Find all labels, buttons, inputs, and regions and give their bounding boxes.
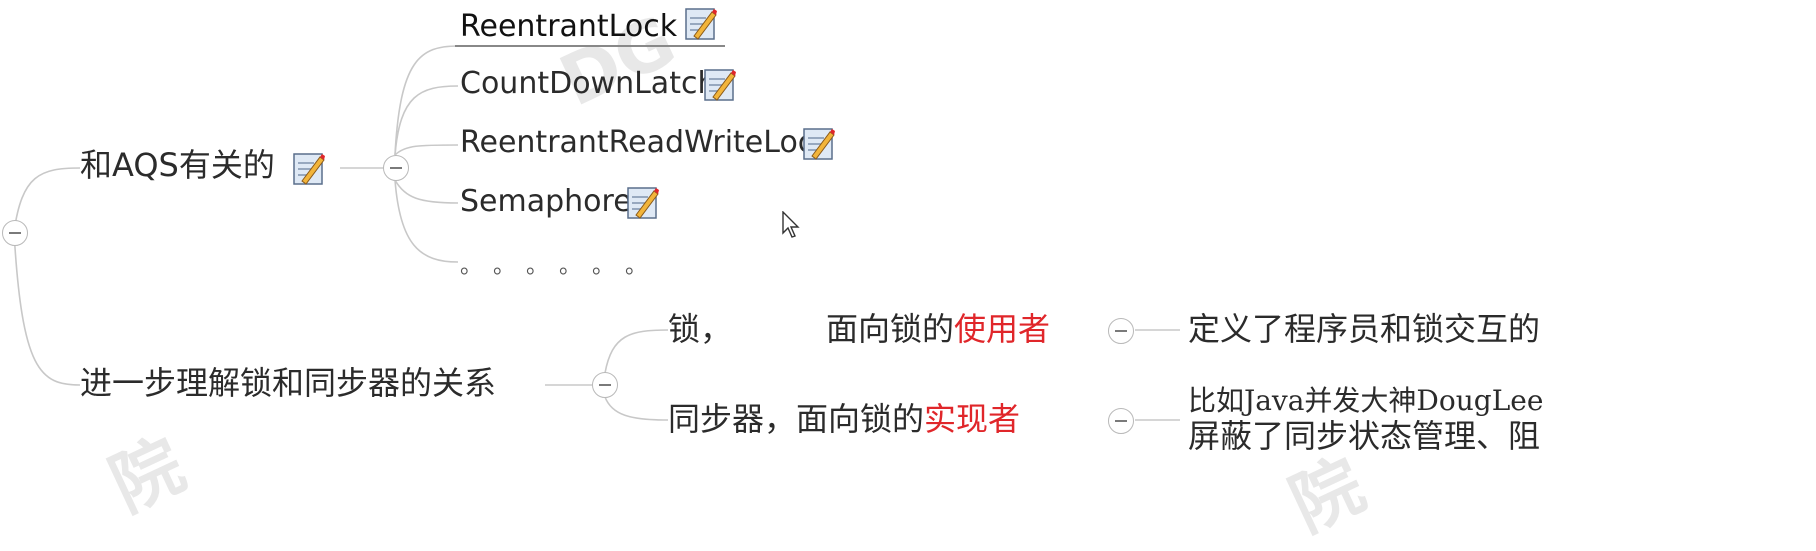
note-pencil-icon[interactable]: [626, 185, 660, 221]
sync-middle: 面向锁的: [796, 400, 925, 438]
sync-prefix: 同步器，: [668, 400, 797, 438]
sync-highlight: 实现者: [924, 400, 1021, 438]
selection-underline: [455, 45, 725, 47]
lock-detail[interactable]: 定义了程序员和锁交互的: [1188, 310, 1541, 348]
child-countdownlatch[interactable]: CountDownLatch: [460, 66, 717, 101]
lock-highlight: 使用者: [954, 310, 1051, 348]
note-pencil-icon[interactable]: [802, 126, 836, 162]
lock-middle: 面向锁的: [826, 310, 955, 348]
collapse-minus-icon[interactable]: [383, 155, 409, 181]
note-pencil-icon[interactable]: [292, 151, 326, 187]
collapse-minus-icon[interactable]: [592, 372, 618, 398]
lock-prefix: 锁，: [668, 310, 733, 348]
sync-node[interactable]: 同步器，面向锁的实现者: [668, 401, 1020, 437]
branch-relation-label[interactable]: 进一步理解锁和同步器的关系: [80, 364, 497, 402]
collapse-minus-icon[interactable]: [1108, 408, 1134, 434]
child-reentrantlock[interactable]: ReentrantLock: [460, 9, 678, 44]
branch-aqs-label[interactable]: 和AQS有关的: [80, 146, 275, 184]
lock-node[interactable]: 锁， 面向锁的使用者: [668, 311, 1050, 347]
collapse-minus-icon[interactable]: [2, 220, 28, 246]
child-semaphore[interactable]: Semaphore: [460, 184, 632, 219]
note-pencil-icon[interactable]: [703, 67, 737, 103]
sync-detail-line1[interactable]: 比如Java并发大神DougLee: [1188, 384, 1544, 417]
note-pencil-icon[interactable]: [684, 6, 718, 42]
mouse-cursor-icon: [782, 211, 800, 238]
collapse-minus-icon[interactable]: [1108, 318, 1134, 344]
sync-detail-line2[interactable]: 屏蔽了同步状态管理、阻: [1188, 417, 1541, 455]
child-reentrantreadwritelock[interactable]: ReentrantReadWriteLock: [460, 125, 832, 160]
child-ellipsis[interactable]: 。。。。。。: [460, 254, 670, 279]
